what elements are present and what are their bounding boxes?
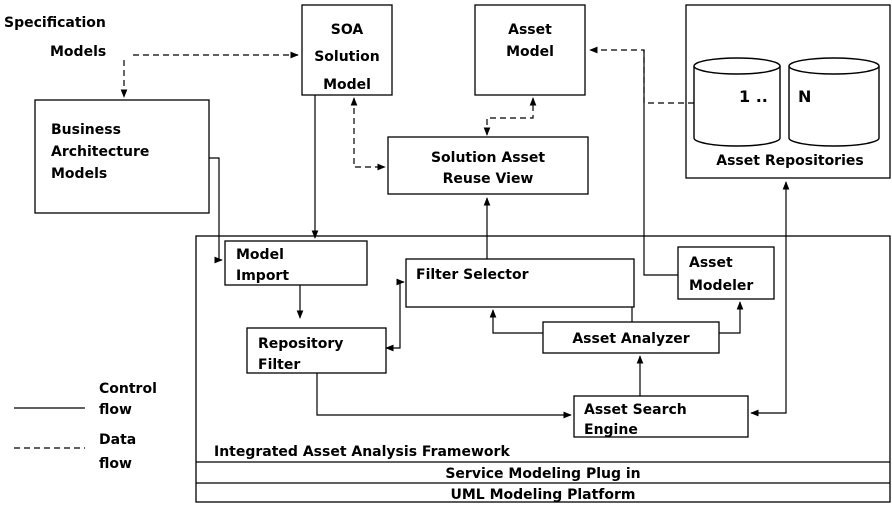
repository-filter-line2: Filter xyxy=(258,357,300,373)
business-architecture-box xyxy=(34,99,210,214)
business-arch-line3: Models xyxy=(51,166,107,182)
repofilter-filterselector-flow xyxy=(385,278,405,352)
soa-solution-model-box xyxy=(301,4,393,96)
business-arch-line2: Architecture xyxy=(51,144,149,160)
soa-model-line3: Model xyxy=(323,77,371,93)
analyzer-to-filterselector-flow xyxy=(489,309,543,334)
modeler-to-assetmodel-flow xyxy=(643,50,678,276)
asset-modeler-line2: Modeler xyxy=(689,278,753,294)
search-engine-line1: Asset Search xyxy=(584,402,687,418)
asset-analyzer-box xyxy=(542,321,720,354)
legend-control-line1: Control xyxy=(99,381,157,397)
business-to-import-flow xyxy=(209,157,223,264)
model-import-line1: Model xyxy=(236,247,284,263)
asset-analyzer-label: Asset Analyzer xyxy=(572,331,689,347)
searchengine-repositories-flow xyxy=(750,181,790,417)
legend-control-line2: flow xyxy=(99,402,132,418)
legend-data-line2: flow xyxy=(99,456,132,472)
repositories-to-assetmodel-dataflow xyxy=(589,46,694,104)
asset-repositories-label: Asset Repositories xyxy=(716,153,863,169)
legend-data-line1: Data xyxy=(99,432,136,448)
model-import-box xyxy=(224,240,368,286)
soa-model-line1: SOA xyxy=(331,22,364,38)
platform-bar-label: UML Modeling Platform xyxy=(450,487,635,503)
spec-models-line1: Specification xyxy=(4,15,106,31)
asset-model-box xyxy=(474,4,586,96)
repository-cylinder-1 xyxy=(693,57,781,147)
model-import-line2: Import xyxy=(236,268,289,284)
analyzer-to-modeler-flow xyxy=(719,301,744,334)
repo-range-label: 1 .. xyxy=(739,87,768,106)
repository-cylinder-n xyxy=(788,57,880,147)
filter-selector-box xyxy=(405,258,635,308)
repo-n-label: N xyxy=(798,87,811,106)
soa-reuseview-dataflow xyxy=(350,97,386,171)
soa-model-line2: Solution xyxy=(314,49,380,65)
reuse-view-line2: Reuse View xyxy=(443,171,534,187)
asset-search-engine-box xyxy=(573,395,749,438)
plugin-bar-label: Service Modeling Plug in xyxy=(445,466,640,482)
filter-selector-label: Filter Selector xyxy=(416,267,529,283)
reuseview-assetmodel-dataflow xyxy=(483,97,537,136)
asset-modeler-line1: Asset xyxy=(689,255,733,271)
spec-models-line2: Models xyxy=(50,44,106,60)
framework-outline xyxy=(195,235,891,503)
business-arch-line1: Business xyxy=(51,122,121,138)
asset-model-line1: Asset xyxy=(508,22,552,38)
solution-asset-reuse-view-box xyxy=(387,136,589,195)
framework-title: Integrated Asset Analysis Framework xyxy=(214,444,510,460)
repofilter-to-searchengine-flow xyxy=(316,373,572,419)
search-engine-line2: Engine xyxy=(584,422,638,438)
reuse-view-line1: Solution Asset xyxy=(431,150,545,166)
asset-model-line2: Model xyxy=(506,44,554,60)
repository-filter-line1: Repository xyxy=(258,336,343,352)
